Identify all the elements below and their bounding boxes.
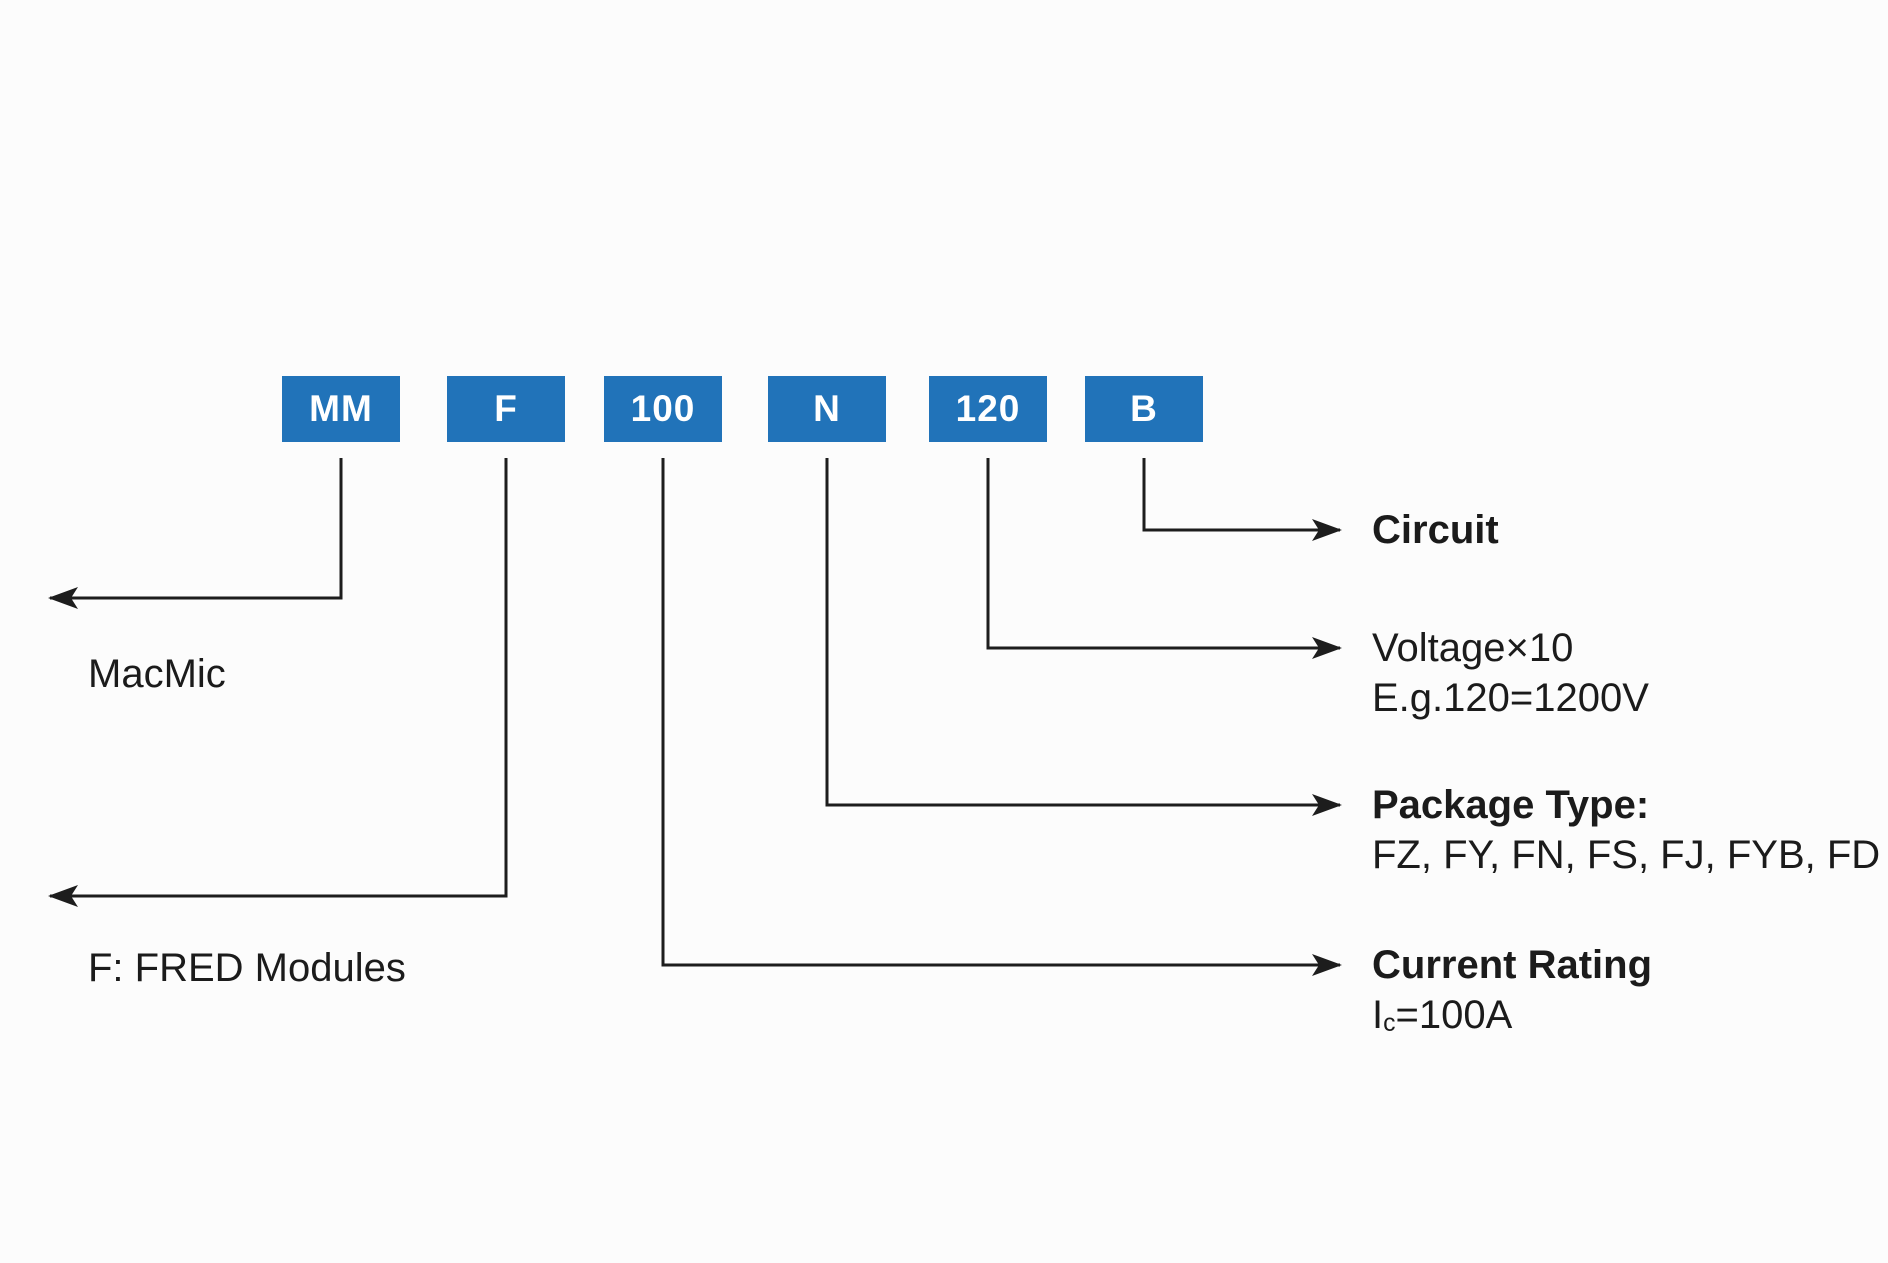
current-amount: =100A — [1395, 993, 1513, 1037]
family-label: F: FRED Modules — [88, 943, 406, 993]
connector-f-family — [48, 458, 508, 907]
family-title: F: FRED Modules — [88, 946, 406, 990]
connector-b-circuit — [1142, 458, 1342, 541]
current-title: Current Rating — [1372, 943, 1652, 987]
package-label: Package Type: FZ, FY, FN, FS, FJ, FYB, F… — [1372, 780, 1880, 880]
connector-mm-manufacturer — [48, 458, 343, 609]
circuit-title: Circuit — [1372, 508, 1499, 552]
manufacturer-label: MacMic — [88, 649, 226, 699]
circuit-label: Circuit — [1372, 505, 1499, 555]
code-box-100: 100 — [604, 376, 722, 442]
code-box-f: F — [447, 376, 565, 442]
manufacturer-title: MacMic — [88, 652, 226, 696]
current-symbol-subscript: c — [1383, 1009, 1396, 1037]
voltage-title: Voltage×10 — [1372, 626, 1574, 670]
voltage-label: Voltage×10 E.g.120=1200V — [1372, 623, 1649, 723]
package-detail: FZ, FY, FN, FS, FJ, FYB, FD — [1372, 833, 1881, 877]
connector-n-package — [825, 458, 1342, 816]
voltage-detail: E.g.120=1200V — [1372, 676, 1649, 720]
package-title: Package Type: — [1372, 783, 1650, 827]
current-label: Current Rating Ic=100A — [1372, 940, 1652, 1049]
current-value: Ic=100A — [1372, 990, 1652, 1049]
code-box-n: N — [768, 376, 886, 442]
code-box-b: B — [1085, 376, 1203, 442]
code-box-120: 120 — [929, 376, 1047, 442]
current-symbol: I — [1372, 993, 1384, 1037]
connector-120-voltage — [986, 458, 1342, 659]
code-box-mm: MM — [282, 376, 400, 442]
connector-100-current — [661, 458, 1342, 976]
